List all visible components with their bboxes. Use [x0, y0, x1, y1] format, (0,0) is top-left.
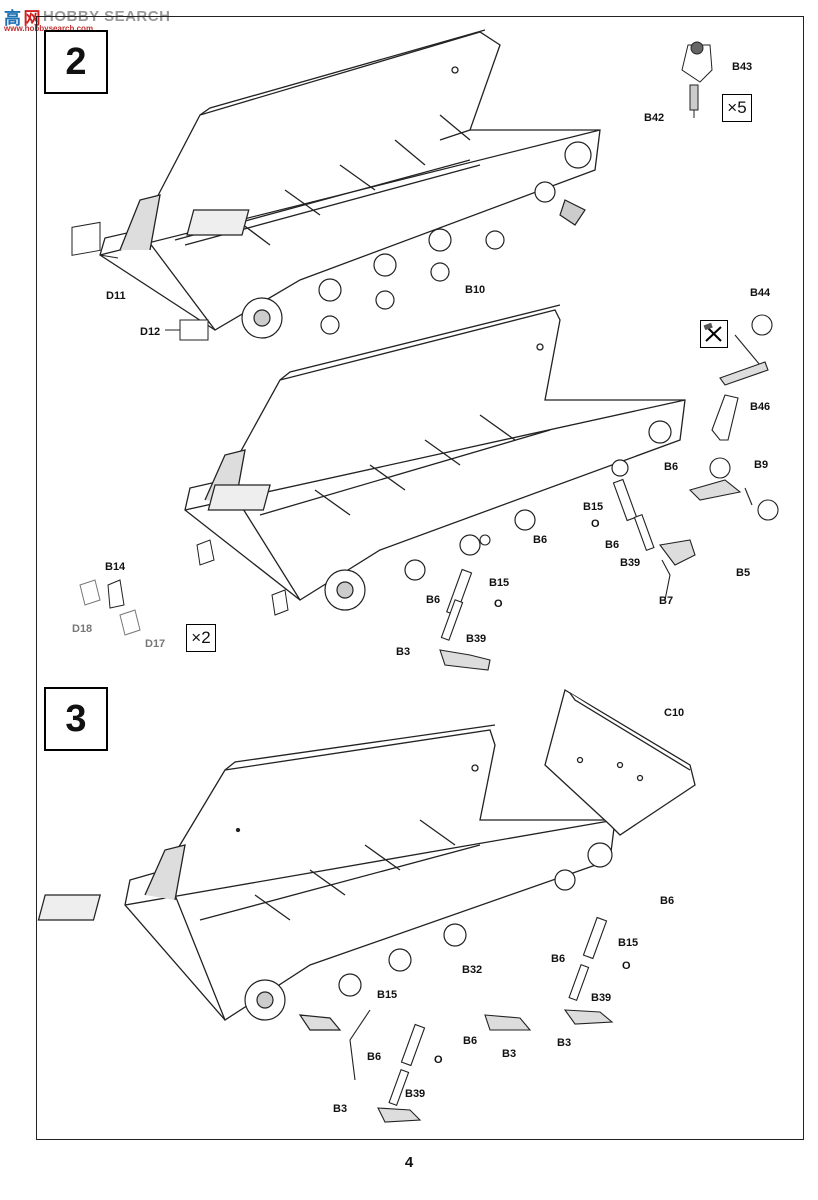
label-B3-s3-right: B3	[557, 1037, 571, 1049]
page-frame	[36, 16, 804, 1140]
label-D17: D17	[145, 638, 165, 650]
parts-B14-D18-D17	[79, 579, 141, 636]
label-B7: B7	[659, 595, 673, 607]
label-B6-right-top: B6	[664, 461, 678, 473]
label-B15-s3-right: B15	[618, 937, 638, 949]
label-B6-s3-right-top: B6	[660, 895, 674, 907]
multiplier-x2: ×2	[186, 624, 216, 652]
label-O-s3-right: O	[622, 960, 631, 972]
label-B6-s3-mid: B6	[463, 1035, 477, 1047]
shock-absorber-assembly-right	[612, 478, 696, 601]
hull-step3	[37, 724, 616, 1021]
label-B6-left-top: B6	[533, 534, 547, 546]
label-B3-s3-left: B3	[333, 1103, 347, 1115]
label-B46: B46	[750, 401, 770, 413]
label-B6-s3-right-bottom: B6	[551, 953, 565, 965]
label-B14: B14	[105, 561, 126, 573]
label-B3-s3-mid: B3	[502, 1048, 516, 1060]
hull-step2-upper	[99, 29, 601, 331]
part-D12	[165, 319, 209, 341]
page-number: 4	[404, 1154, 414, 1171]
label-D18: D18	[72, 623, 92, 635]
road-wheels-step2-lower	[324, 420, 672, 611]
label-B15-left: B15	[489, 577, 509, 589]
part-B43-B42	[681, 41, 713, 118]
part-C10	[544, 688, 696, 836]
watermark-cn-a: 高	[4, 9, 22, 28]
shock-absorber-assembly-left	[439, 534, 491, 671]
parts-step2-extras	[196, 539, 289, 616]
label-C10: C10	[664, 707, 684, 719]
label-B9: B9	[754, 459, 768, 471]
part-D11	[71, 221, 119, 259]
step-2-badge: 2	[44, 30, 108, 94]
label-B5: B5	[736, 567, 750, 579]
multiplier-x5: ×5	[722, 94, 752, 122]
label-B43: B43	[732, 61, 752, 73]
road-wheels-step2-upper	[241, 141, 592, 339]
label-D12: D12	[140, 326, 160, 338]
label-B39-right: B39	[620, 557, 640, 569]
label-B15-right: B15	[583, 501, 603, 513]
label-B10: B10	[465, 284, 485, 296]
road-wheels-step3	[244, 842, 613, 1031]
label-B39-left: B39	[466, 633, 486, 645]
label-O-left: O	[494, 598, 503, 610]
label-O-right: O	[591, 518, 600, 530]
watermark-url: www.hobbysearch.com	[4, 24, 94, 33]
part-B44-B46-B9	[688, 314, 779, 521]
label-B15-s3-left: B15	[377, 989, 397, 1001]
label-B6-left-bottom: B6	[426, 594, 440, 606]
cut-tool-icon	[700, 320, 728, 348]
label-B42: B42	[644, 112, 664, 124]
label-B39-s3-right: B39	[591, 992, 611, 1004]
label-B39-s3-left: B39	[405, 1088, 425, 1100]
label-O-s3-left: O	[434, 1054, 443, 1066]
label-B6-s3-left: B6	[367, 1051, 381, 1063]
label-B44: B44	[750, 287, 771, 299]
shock-absorbers-step3	[349, 916, 614, 1123]
label-B6-right-bottom: B6	[605, 539, 619, 551]
step-3-badge: 3	[44, 687, 108, 751]
label-B32: B32	[462, 964, 482, 976]
label-D11: D11	[106, 290, 126, 302]
label-B3: B3	[396, 646, 410, 658]
hull-step2-lower	[184, 304, 686, 601]
